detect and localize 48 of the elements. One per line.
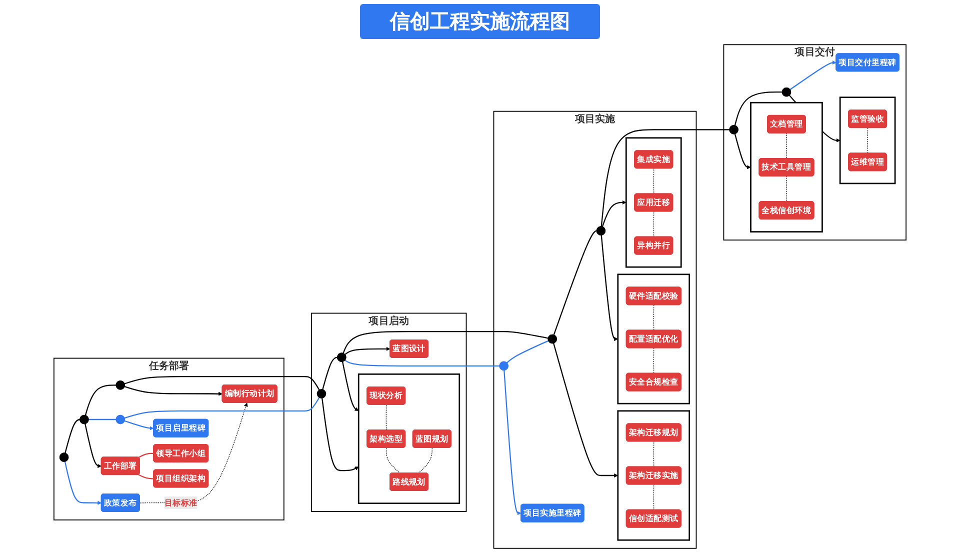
- arrow: [503, 369, 522, 516]
- connector: [64, 418, 81, 454]
- diagram-title: 信创工程实施流程图: [360, 4, 600, 39]
- arrow: [123, 420, 154, 430]
- arrow: [602, 200, 626, 228]
- connector: [506, 340, 550, 364]
- arrow: [788, 60, 836, 91]
- connector: [653, 441, 654, 468]
- connector: [653, 211, 654, 238]
- arrow: [600, 234, 618, 341]
- connector: [786, 176, 788, 202]
- arrow: [344, 346, 390, 356]
- connector: [600, 129, 731, 228]
- connector: [386, 404, 387, 430]
- connector: [653, 348, 654, 374]
- arrow: [64, 460, 102, 505]
- connector: [87, 418, 118, 420]
- arrow: [342, 360, 359, 411]
- arrow: [123, 386, 222, 396]
- connector: [322, 356, 338, 391]
- arrow: [734, 132, 751, 170]
- cluster: [750, 102, 823, 232]
- connector: [734, 92, 784, 127]
- arrow: [84, 422, 102, 468]
- connector: [653, 168, 654, 194]
- arrow: [140, 402, 248, 504]
- connector: [653, 304, 654, 331]
- connector: [123, 396, 320, 420]
- cluster: [617, 274, 690, 404]
- connector: [867, 128, 868, 154]
- connector: [138, 474, 154, 480]
- cluster: [358, 373, 460, 504]
- connector: [84, 384, 118, 417]
- cluster: [839, 96, 896, 184]
- edge-label: 目标标准: [164, 498, 198, 508]
- arrow: [552, 342, 618, 478]
- connector: [386, 448, 400, 474]
- connector: [786, 132, 788, 159]
- connector: [138, 452, 154, 458]
- connector: [344, 358, 501, 366]
- connector: [552, 230, 598, 336]
- connector: [342, 330, 550, 355]
- connector: [653, 484, 654, 510]
- cluster: [617, 410, 690, 541]
- arrow: [321, 396, 359, 472]
- connector: [123, 376, 320, 392]
- cluster: [625, 137, 682, 268]
- connector: [418, 448, 432, 474]
